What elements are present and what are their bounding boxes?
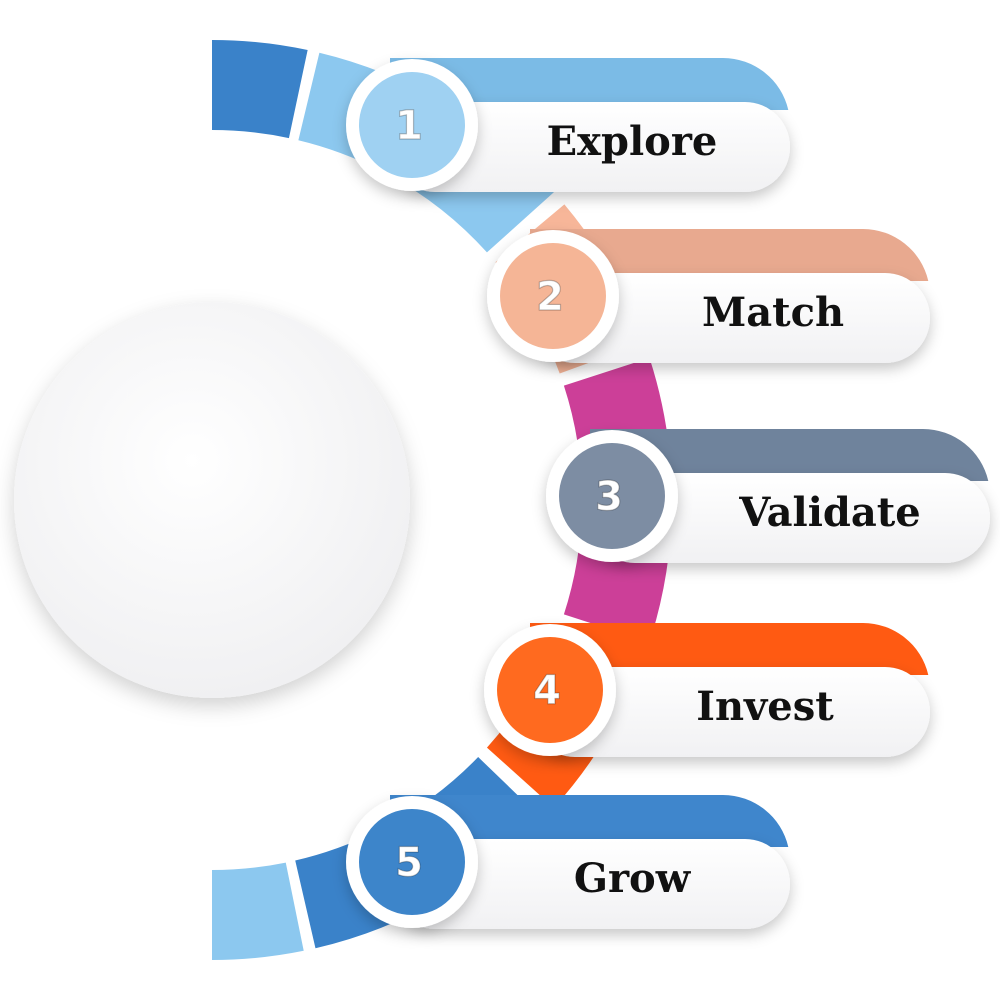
- step-4: 4 Invest: [484, 623, 930, 757]
- badge-fill: [500, 243, 606, 349]
- step-band: [530, 623, 929, 675]
- step-2: 2 Match: [487, 229, 930, 363]
- step-label: Explore: [547, 118, 718, 165]
- step-number: 3: [595, 474, 623, 520]
- step-label: Validate: [738, 489, 920, 536]
- step-number: 1: [395, 103, 423, 149]
- step-card: [390, 839, 790, 929]
- step-card: [530, 667, 930, 757]
- badge-fill: [359, 72, 465, 178]
- step-number: 4: [533, 668, 561, 714]
- badge-fill: [559, 443, 665, 549]
- step-label: Match: [702, 289, 844, 336]
- steps-group: 1 Explore 2 Match 3 Validate 4 Invest 5 Grow: [346, 58, 990, 929]
- step-3: 3 Validate: [546, 429, 990, 563]
- step-band: [390, 795, 789, 847]
- step-card: [590, 473, 990, 563]
- step-band: [530, 229, 929, 281]
- step-label: Invest: [696, 683, 834, 730]
- badge-fill: [497, 637, 603, 743]
- badge-fill: [359, 809, 465, 915]
- step-band: [590, 429, 989, 481]
- step-band: [390, 58, 789, 110]
- step-number: 5: [395, 840, 423, 886]
- step-label: Grow: [574, 855, 692, 902]
- step-1: 1 Explore: [346, 58, 790, 192]
- step-5: 5 Grow: [346, 795, 790, 929]
- step-card: [530, 273, 930, 363]
- step-number: 2: [536, 274, 564, 320]
- arc-segment-top-dark: [212, 40, 308, 139]
- step-card: [390, 102, 790, 192]
- arc-segment-bottom-light: [212, 862, 304, 960]
- center-circle: [14, 302, 410, 698]
